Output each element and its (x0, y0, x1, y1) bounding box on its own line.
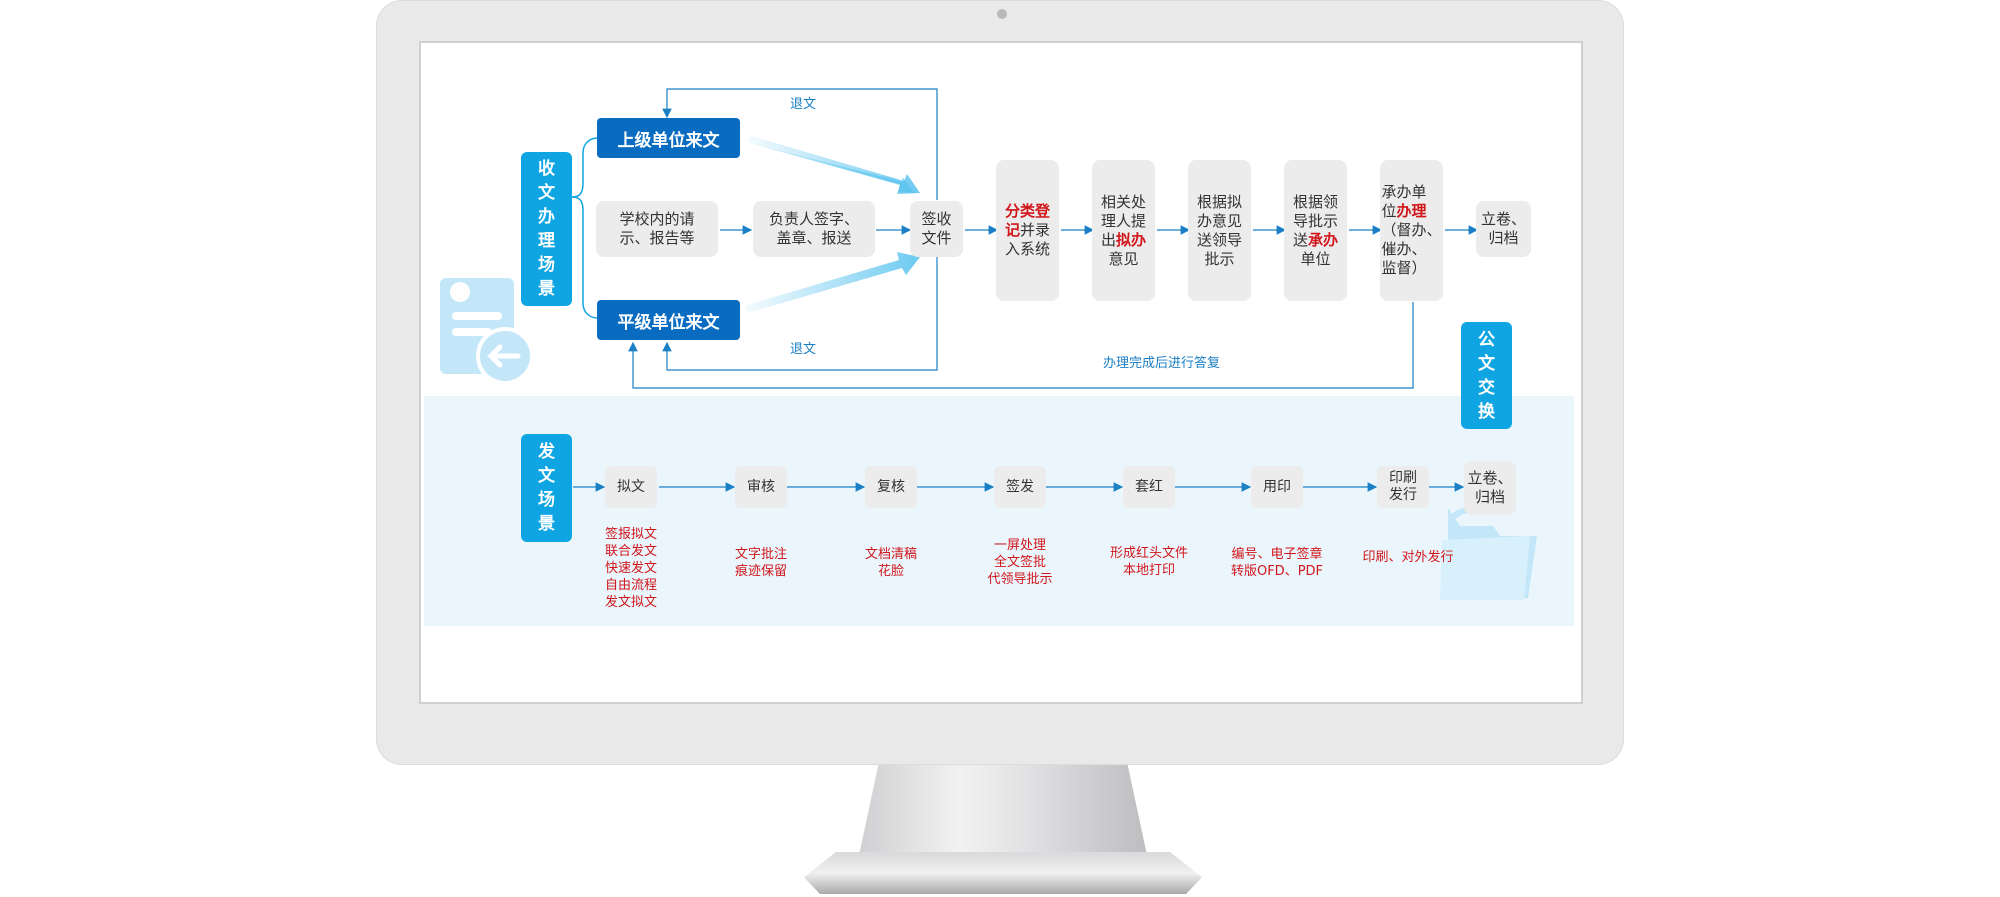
step-handle-text-post: （督办、 催办、 监督） (1381, 221, 1442, 277)
out-step-caption-redhead: 形成红头文件 本地打印 (1109, 546, 1188, 578)
step-draft-highlight: 拟办 (1116, 230, 1147, 249)
incoming-archive-label: 立卷、 归档 (1480, 210, 1526, 247)
step-classify-highlight: 分类登 记 (1004, 202, 1050, 239)
out-step-label: 用印 (1263, 478, 1291, 495)
monitor-stand-base (804, 852, 1202, 894)
fat-arrow-lower-body (744, 252, 920, 313)
out-step-label: 审核 (747, 478, 775, 495)
out-step-caption-issue: 一屏处理 全文签批 代领导批示 (987, 538, 1053, 587)
out-step-label: 拟文 (617, 478, 645, 495)
incoming-archive-box[interactable]: 立卷、 归档 (1476, 201, 1531, 257)
reply-note: 办理完成后进行答复 (1103, 356, 1221, 371)
return-label-bottom: 退文 (790, 342, 817, 357)
out-step-seal[interactable]: 用印 (1251, 466, 1303, 508)
folder-icon (1440, 507, 1537, 600)
document-exchange-label: 公文交换 (1461, 322, 1512, 429)
peer-unit-box[interactable]: 平级单位来文 (597, 300, 740, 340)
sign-receive-label: 签收 文件 (921, 210, 952, 247)
out-step-draft[interactable]: 拟文 (605, 466, 657, 508)
out-step-caption-print: 印刷、对外发行 (1362, 550, 1454, 565)
upper-unit-label: 上级单位来文 (617, 130, 720, 151)
step-draft-text-pre: 相关处 理人提 出 (1100, 192, 1146, 249)
step-undertake-highlight: 承办 (1308, 230, 1339, 249)
fat-arrow-upper-body (746, 136, 920, 194)
step-draft-box[interactable]: 相关处 理人提 出拟办 意见 (1092, 160, 1155, 301)
step-classify-text: 并录 入系统 (1004, 221, 1051, 258)
return-label-top: 退文 (790, 97, 817, 112)
step-leader-box[interactable]: 根据拟 办意见 送领导 批示 (1188, 160, 1251, 301)
step-handle-box[interactable]: 承办单 位办理 （督办、 催办、 监督） (1380, 160, 1443, 301)
outgoing-scene-label: 发文场景 (521, 434, 572, 542)
return-loop-bottom (662, 255, 938, 371)
out-step-caption-recheck: 文档清稿 花脸 (864, 547, 917, 579)
peer-unit-label: 平级单位来文 (617, 312, 720, 333)
outgoing-section-band (424, 396, 1574, 626)
upper-unit-box[interactable]: 上级单位来文 (597, 118, 740, 158)
out-step-label: 印刷 发行 (1389, 470, 1417, 503)
document-return-icon (440, 278, 534, 385)
return-loop-top (662, 88, 938, 200)
step-undertake-box[interactable]: 根据领 导批示 送承办 单位 (1284, 160, 1347, 301)
step-handle-highlight: 办理 (1396, 202, 1427, 220)
out-step-print[interactable]: 印刷 发行 (1377, 466, 1429, 508)
monitor-stand-neck (858, 765, 1148, 860)
step-undertake-text-pre: 根据领 导批示 送 (1292, 192, 1338, 249)
out-step-caption-seal: 编号、电子签章 转版OFD、PDF (1230, 547, 1324, 579)
outgoing-archive-label: 立卷、 归档 (1467, 469, 1513, 506)
outgoing-archive-box[interactable]: 立卷、 归档 (1464, 461, 1516, 515)
fat-arrow-upper (745, 142, 915, 193)
responsible-sign-label: 负责人签字、 盖章、报送 (768, 210, 859, 247)
step-leader-label: 根据拟 办意见 送领导 批示 (1196, 192, 1242, 268)
step-undertake-text-post: 单位 (1300, 249, 1331, 268)
out-step-label: 签发 (1006, 478, 1034, 495)
webcam-icon (997, 9, 1007, 19)
out-step-review[interactable]: 审核 (735, 466, 787, 508)
out-step-issue[interactable]: 签发 (994, 466, 1046, 508)
out-step-label: 套红 (1135, 478, 1163, 495)
school-request-box[interactable]: 学校内的请 示、报告等 (596, 201, 718, 257)
bracket-upper (571, 137, 599, 198)
out-step-redhead[interactable]: 套红 (1123, 466, 1175, 508)
step-draft-text-post: 意见 (1108, 249, 1139, 268)
out-step-caption-review: 文字批注 痕迹保留 (734, 547, 787, 579)
out-step-recheck[interactable]: 复核 (865, 466, 917, 508)
bracket-lower (571, 196, 599, 319)
step-handle-text-pre: 承办单 位 (1381, 183, 1427, 220)
out-step-caption-draft: 签报拟文 联合发文 快速发文 自由流程 发文拟文 (604, 527, 657, 610)
reply-loop (628, 302, 1414, 389)
responsible-sign-box[interactable]: 负责人签字、 盖章、报送 (753, 201, 875, 257)
school-request-label: 学校内的请 示、报告等 (619, 210, 695, 247)
incoming-scene-label: 收文办理场景 (521, 152, 572, 306)
step-classify-box[interactable]: 分类登 记并录 入系统 (996, 160, 1059, 301)
sign-receive-box[interactable]: 签收 文件 (910, 201, 963, 257)
out-step-label: 复核 (877, 478, 905, 495)
